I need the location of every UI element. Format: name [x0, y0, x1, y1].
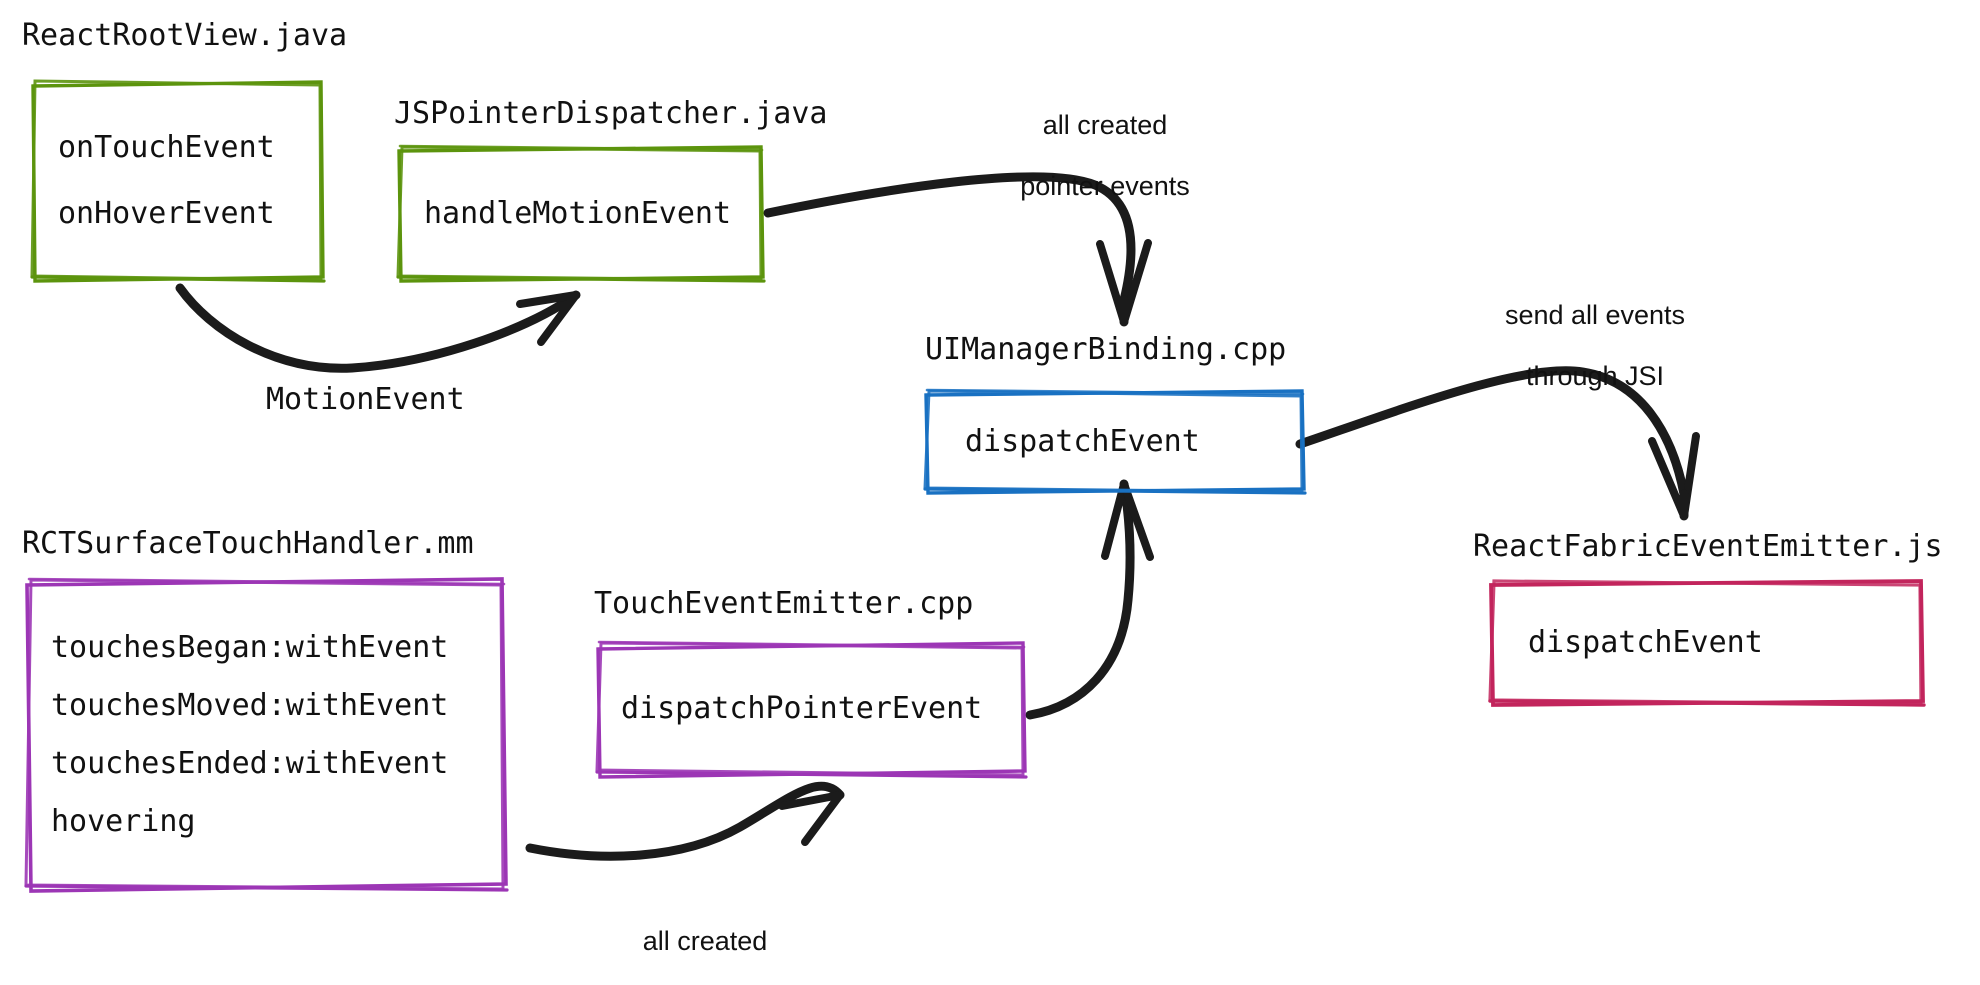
file-label-react-fabric-event-emitter: ReactFabricEventEmitter.js: [1473, 529, 1943, 564]
node-row: handleMotionEvent: [424, 196, 732, 231]
file-label-react-root-view: ReactRootView.java: [22, 18, 348, 53]
node-row: dispatchEvent: [965, 424, 1200, 459]
arrow-ios-pointer-events: [525, 781, 845, 861]
node-row: onTouchEvent: [58, 130, 275, 165]
node-row: touchesMoved:withEvent: [51, 688, 449, 723]
node-row: hovering: [51, 804, 196, 839]
file-label-touch-event-emitter: TouchEventEmitter.cpp: [594, 586, 974, 621]
edge-label-line-1: all created: [1042, 110, 1168, 141]
file-label-js-pointer-dispatcher: JSPointerDispatcher.java: [394, 96, 828, 131]
edge-label-through-jsi: send all events through JSI: [1440, 270, 1720, 421]
edge-label-line-1: all created: [642, 926, 768, 957]
arrow-motion-event: [175, 283, 581, 373]
node-row: onHoverEvent: [58, 196, 275, 231]
node-row: touchesBegan:withEvent: [51, 630, 449, 665]
node-touch-event-emitter[interactable]: dispatchPointerEvent: [595, 640, 1028, 779]
node-row: touchesEnded:withEvent: [51, 746, 449, 781]
node-row: dispatchPointerEvent: [621, 691, 983, 726]
edge-label-line-1: send all events: [1504, 300, 1686, 331]
arrow-emitter-to-binding: [1025, 479, 1154, 720]
node-react-root-view[interactable]: onTouchEvent onHoverEvent: [30, 79, 326, 283]
node-react-fabric-event-emitter[interactable]: dispatchEvent: [1488, 579, 1926, 707]
node-js-pointer-dispatcher[interactable]: handleMotionEvent: [396, 144, 766, 283]
node-rct-surface-touch-handler[interactable]: touchesBegan:withEvent touchesMoved:with…: [24, 577, 509, 893]
node-ui-manager-binding[interactable]: dispatchEvent: [923, 388, 1307, 495]
edge-label-motion-event: MotionEvent: [266, 382, 465, 417]
file-label-rct-surface-touch-handler: RCTSurfaceTouchHandler.mm: [22, 526, 474, 561]
edge-label-ios-pointer-events: all created pointer events: [540, 896, 840, 985]
edge-label-line-2: through JSI: [1525, 360, 1665, 391]
node-row: dispatchEvent: [1528, 625, 1763, 660]
edge-label-line-2: pointer events: [1020, 170, 1190, 201]
file-label-ui-manager-binding: UIManagerBinding.cpp: [925, 332, 1287, 367]
edge-label-android-pointer-events: all created pointer events: [940, 80, 1240, 231]
